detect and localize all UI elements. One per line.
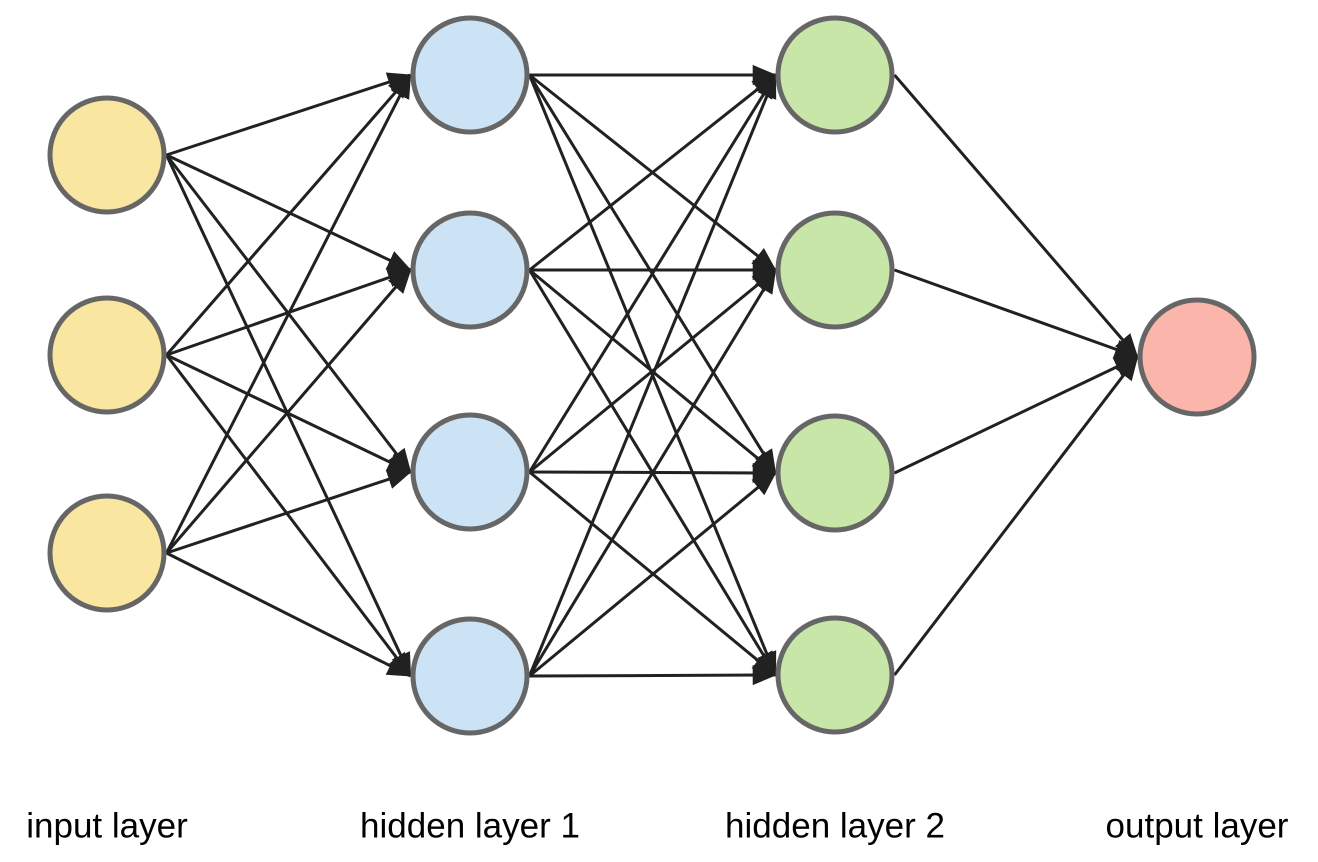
nodes-group (47, 15, 1257, 736)
label-output-layer: output layer (1105, 806, 1289, 846)
edge-hidden1-3-to-hidden2-1 (528, 73, 777, 473)
edge-hidden2-1-to-output-1 (893, 74, 1139, 358)
edges-group (165, 64, 1139, 686)
edge-hidden1-2-to-hidden2-1 (528, 73, 777, 272)
label-input-layer: input layer (26, 806, 188, 846)
edge-hidden1-3-to-hidden2-2 (528, 268, 777, 474)
edge-hidden1-4-to-hidden2-3 (528, 471, 777, 678)
edge-input-2-to-hidden1-1 (165, 74, 412, 356)
edge-input-3-to-hidden1-2 (165, 269, 412, 554)
node-hidden1-2 (410, 210, 530, 330)
edge-input-3-to-hidden1-3 (166, 469, 412, 555)
node-hidden1-4 (410, 616, 530, 736)
node-hidden2-1 (775, 15, 895, 135)
label-hidden-layer-1: hidden layer 1 (360, 806, 580, 846)
edge-hidden2-2-to-output-1 (893, 268, 1139, 359)
edge-hidden1-4-to-hidden2-2 (528, 268, 777, 677)
edge-input-1-to-hidden1-1 (166, 72, 412, 157)
node-hidden2-3 (775, 413, 895, 533)
node-hidden1-1 (410, 15, 530, 135)
edge-hidden1-4-to-hidden2-1 (528, 73, 777, 677)
node-input-1 (47, 95, 167, 215)
label-hidden-layer-2: hidden layer 2 (725, 806, 945, 846)
edge-input-1-to-hidden1-4 (165, 154, 412, 678)
node-hidden1-3 (410, 412, 530, 532)
node-input-3 (47, 493, 167, 613)
edge-hidden2-4-to-output-1 (893, 356, 1139, 676)
edge-input-3-to-hidden1-1 (165, 73, 412, 554)
node-output-1 (1137, 297, 1257, 417)
node-input-2 (47, 295, 167, 415)
edge-hidden2-3-to-output-1 (893, 355, 1139, 475)
edge-input-2-to-hidden1-4 (165, 354, 412, 677)
edge-hidden1-4-to-hidden2-4 (529, 665, 777, 686)
node-hidden2-2 (775, 210, 895, 330)
edge-input-1-to-hidden1-2 (165, 153, 412, 272)
edge-input-3-to-hidden1-4 (165, 551, 412, 678)
node-hidden2-4 (775, 615, 895, 735)
